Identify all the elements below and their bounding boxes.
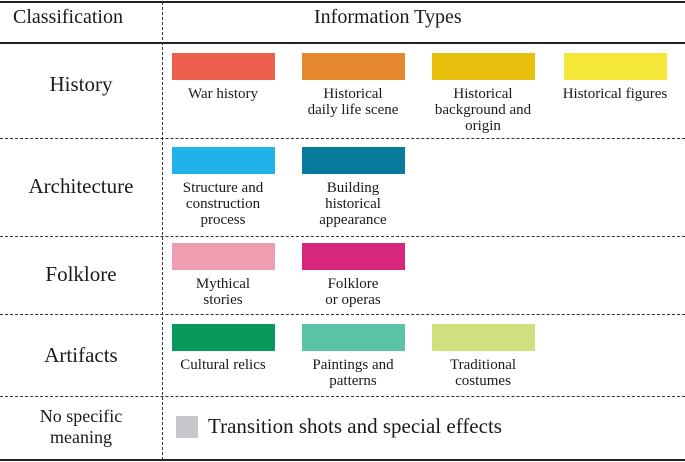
info-type-label: Building historical appearance [319, 180, 387, 228]
info-type-label: Structure and construction process [182, 180, 264, 228]
info-type-war-history: War history [163, 53, 283, 102]
column-divider [162, 2, 163, 460]
info-type-historical-figures: Historical figures [555, 53, 675, 102]
header-divider [0, 42, 685, 44]
color-swatch [171, 324, 275, 351]
info-type-historical-background: Historical background and origin [423, 53, 543, 134]
info-type-label: Transition shots and special effects [208, 414, 502, 438]
info-type-paintings-patterns: Paintings and patterns [293, 324, 413, 389]
info-type-label: Mythical stories [195, 276, 251, 308]
color-swatch [176, 415, 198, 438]
color-swatch [301, 147, 405, 174]
color-swatch [171, 243, 275, 270]
table-top-border [0, 1, 685, 3]
classification-folklore: Folklore [45, 262, 117, 286]
color-swatch [563, 53, 667, 80]
info-type-label: Traditional costumes [449, 357, 517, 389]
row-divider-folklore [0, 314, 685, 315]
row-divider-architecture [0, 236, 685, 237]
information-types-header: Information Types [314, 6, 462, 28]
color-swatch [301, 324, 405, 351]
info-type-label: Paintings and patterns [312, 357, 394, 389]
info-type-label: Historical daily life scene [307, 86, 399, 118]
info-type-label: Historical background and origin [434, 86, 532, 134]
table-bottom-border [0, 459, 685, 461]
color-swatch [301, 53, 405, 80]
info-type-label: Folklore or operas [325, 276, 381, 308]
row-divider-artifacts [0, 396, 685, 397]
info-type-mythical-stories: Mythical stories [163, 243, 283, 308]
classification-no-specific-meaning: No specific meaning [39, 406, 123, 447]
classification-artifacts: Artifacts [44, 343, 118, 367]
info-type-transition-shots: Transition shots and special effects [176, 414, 502, 439]
classification-header: Classification [13, 6, 123, 28]
color-swatch [171, 53, 275, 80]
info-type-historical-daily-life-scene: Historical daily life scene [293, 53, 413, 118]
row-divider-history [0, 138, 685, 139]
info-type-structure-construction: Structure and construction process [163, 147, 283, 228]
info-type-folklore-operas: Folklore or operas [293, 243, 413, 308]
classification-architecture: Architecture [28, 174, 134, 198]
color-swatch [171, 147, 275, 174]
info-type-label: Historical figures [562, 86, 668, 102]
info-type-traditional-costumes: Traditional costumes [423, 324, 543, 389]
color-swatch [301, 243, 405, 270]
info-type-label: Cultural relics [180, 357, 266, 373]
classification-history: History [49, 72, 113, 96]
info-type-building-appearance: Building historical appearance [293, 147, 413, 228]
color-swatch [431, 324, 535, 351]
info-type-cultural-relics: Cultural relics [163, 324, 283, 373]
color-swatch [431, 53, 535, 80]
info-type-label: War history [187, 86, 259, 102]
